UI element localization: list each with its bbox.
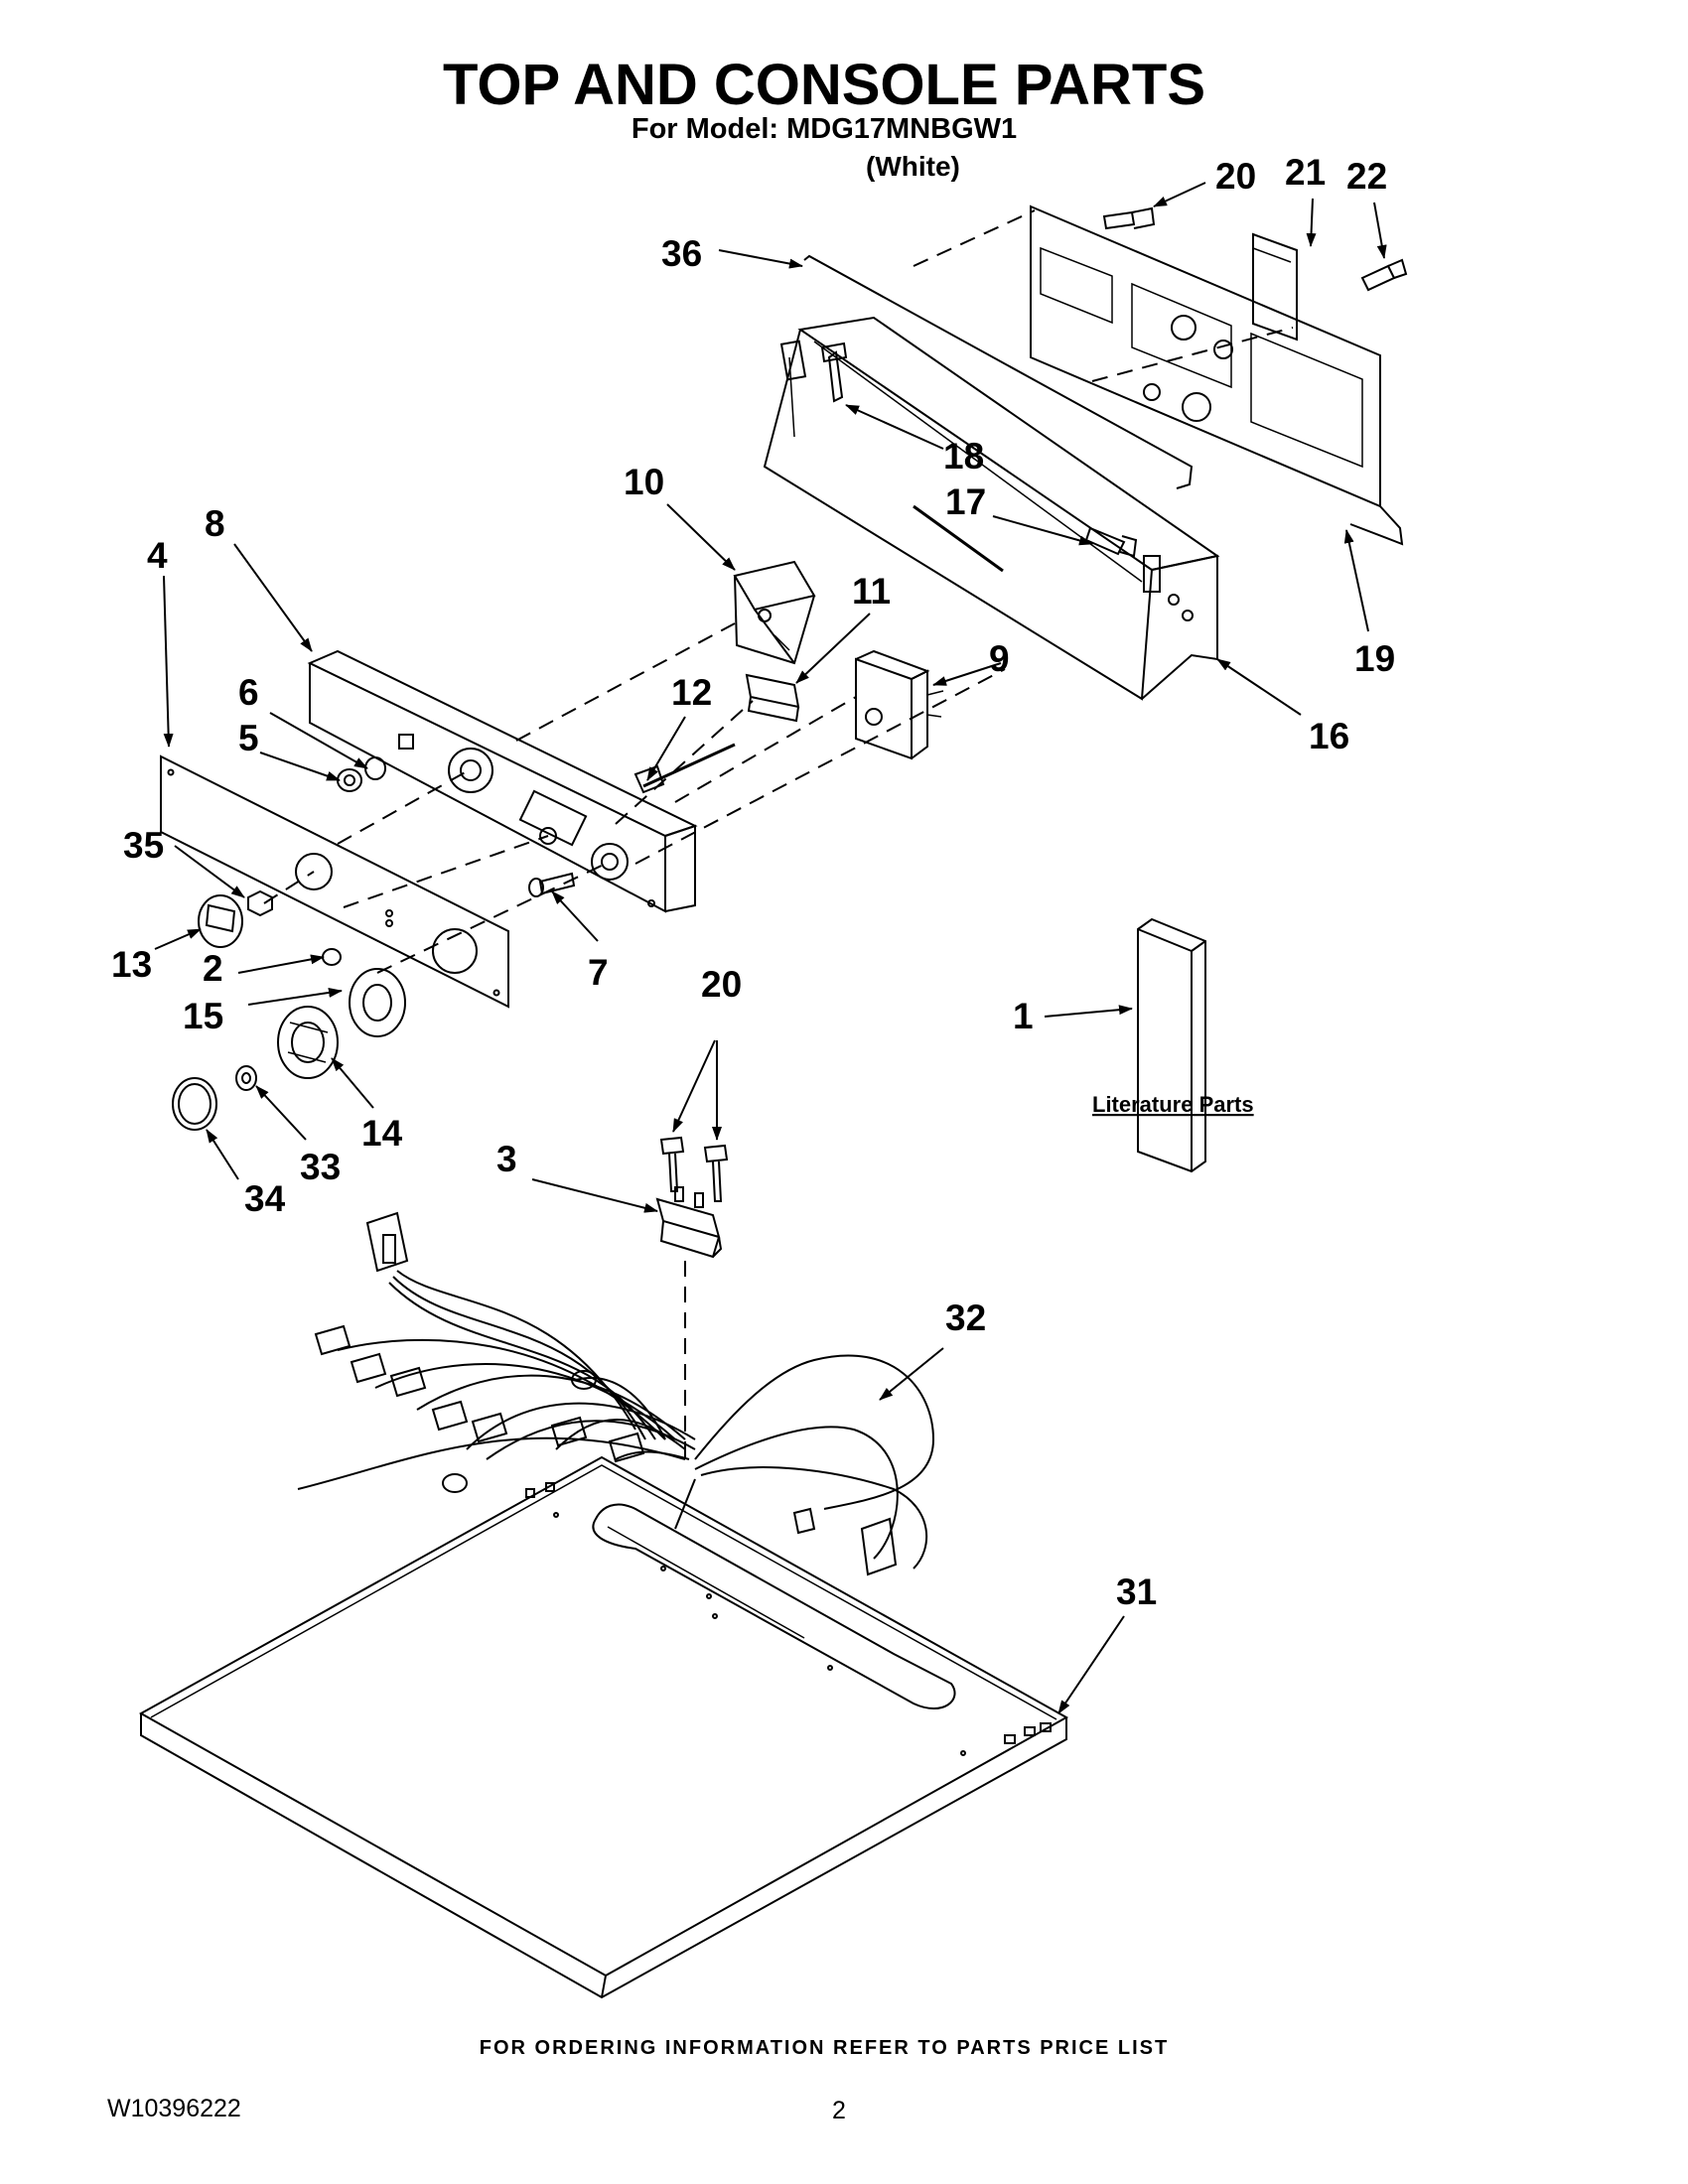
button-2 bbox=[322, 948, 342, 966]
timer-9 bbox=[855, 649, 944, 760]
callout-18: 18 bbox=[943, 436, 984, 477]
indicator-light-5 bbox=[337, 768, 362, 792]
callout-19: 19 bbox=[1354, 638, 1395, 679]
callout-32: 32 bbox=[945, 1297, 986, 1338]
callout-14: 14 bbox=[361, 1113, 403, 1154]
callout-3: 3 bbox=[496, 1139, 517, 1179]
callout-4: 4 bbox=[147, 535, 168, 576]
component-11 bbox=[745, 673, 800, 723]
literature-parts-label: Literature Parts bbox=[1092, 1092, 1254, 1117]
callout-6: 6 bbox=[238, 672, 259, 713]
timer-switch-10 bbox=[733, 560, 816, 665]
callout-1: 1 bbox=[1013, 996, 1034, 1036]
callout-20-top: 20 bbox=[1215, 156, 1256, 197]
knob-14 bbox=[277, 1006, 339, 1079]
dial-15 bbox=[349, 968, 406, 1037]
callout-31: 31 bbox=[1116, 1571, 1157, 1612]
rear-console-panel bbox=[1030, 205, 1404, 546]
nut-35 bbox=[247, 889, 273, 917]
alignment-lines bbox=[263, 209, 1294, 1459]
screw-20-lower-right bbox=[703, 1144, 729, 1202]
callout-11: 11 bbox=[852, 571, 891, 612]
callout-labels: 20 21 22 36 18 17 19 16 10 11 9 12 8 4 6… bbox=[111, 152, 1395, 1612]
screw-18 bbox=[820, 341, 848, 403]
screw-22 bbox=[1360, 258, 1408, 292]
callout-15: 15 bbox=[183, 996, 223, 1036]
knob-13 bbox=[198, 894, 243, 948]
callout-17: 17 bbox=[945, 481, 986, 522]
document-number: W10396222 bbox=[107, 2095, 241, 2122]
callout-36: 36 bbox=[661, 233, 702, 274]
callout-2: 2 bbox=[203, 948, 223, 989]
screw-20-top bbox=[1102, 206, 1156, 230]
callout-9: 9 bbox=[989, 638, 1010, 679]
page-number: 2 bbox=[832, 2097, 846, 2124]
callout-13: 13 bbox=[111, 944, 152, 985]
page-title: TOP AND CONSOLE PARTS bbox=[442, 53, 1206, 117]
callout-33: 33 bbox=[300, 1147, 341, 1187]
callout-leaders bbox=[154, 182, 1387, 1714]
callout-10: 10 bbox=[624, 462, 664, 502]
relay-3 bbox=[655, 1186, 723, 1259]
rear-support-rod bbox=[803, 254, 1194, 489]
color-variant: (White) bbox=[866, 151, 960, 182]
callout-21: 21 bbox=[1285, 152, 1326, 193]
callout-7: 7 bbox=[588, 952, 609, 993]
bezel-34 bbox=[172, 1077, 217, 1131]
callout-8: 8 bbox=[205, 503, 225, 544]
model-subtitle: For Model: MDG17MNBGW1 bbox=[631, 113, 1018, 145]
washer-33 bbox=[235, 1065, 257, 1091]
ordering-note: FOR ORDERING INFORMATION REFER TO PARTS … bbox=[479, 2037, 1170, 2059]
top-panel-31 bbox=[138, 1455, 1069, 1999]
wire-harness-32 bbox=[297, 1211, 935, 1576]
screw-7 bbox=[528, 872, 576, 897]
bracket-21 bbox=[1252, 232, 1298, 341]
callout-22: 22 bbox=[1346, 156, 1387, 197]
callout-16: 16 bbox=[1309, 716, 1349, 756]
wire-component-12 bbox=[633, 743, 736, 794]
lens-6 bbox=[364, 756, 386, 780]
callout-5: 5 bbox=[238, 718, 259, 758]
screw-20-lower-left bbox=[659, 1136, 685, 1192]
callout-34: 34 bbox=[244, 1178, 286, 1219]
control-panel-overlay-4 bbox=[160, 754, 509, 1009]
callout-12: 12 bbox=[671, 672, 712, 713]
control-panel-back-8 bbox=[307, 649, 698, 913]
literature-parts-book bbox=[1137, 917, 1206, 1173]
callout-35: 35 bbox=[123, 825, 164, 866]
callout-20-lower: 20 bbox=[701, 964, 742, 1005]
